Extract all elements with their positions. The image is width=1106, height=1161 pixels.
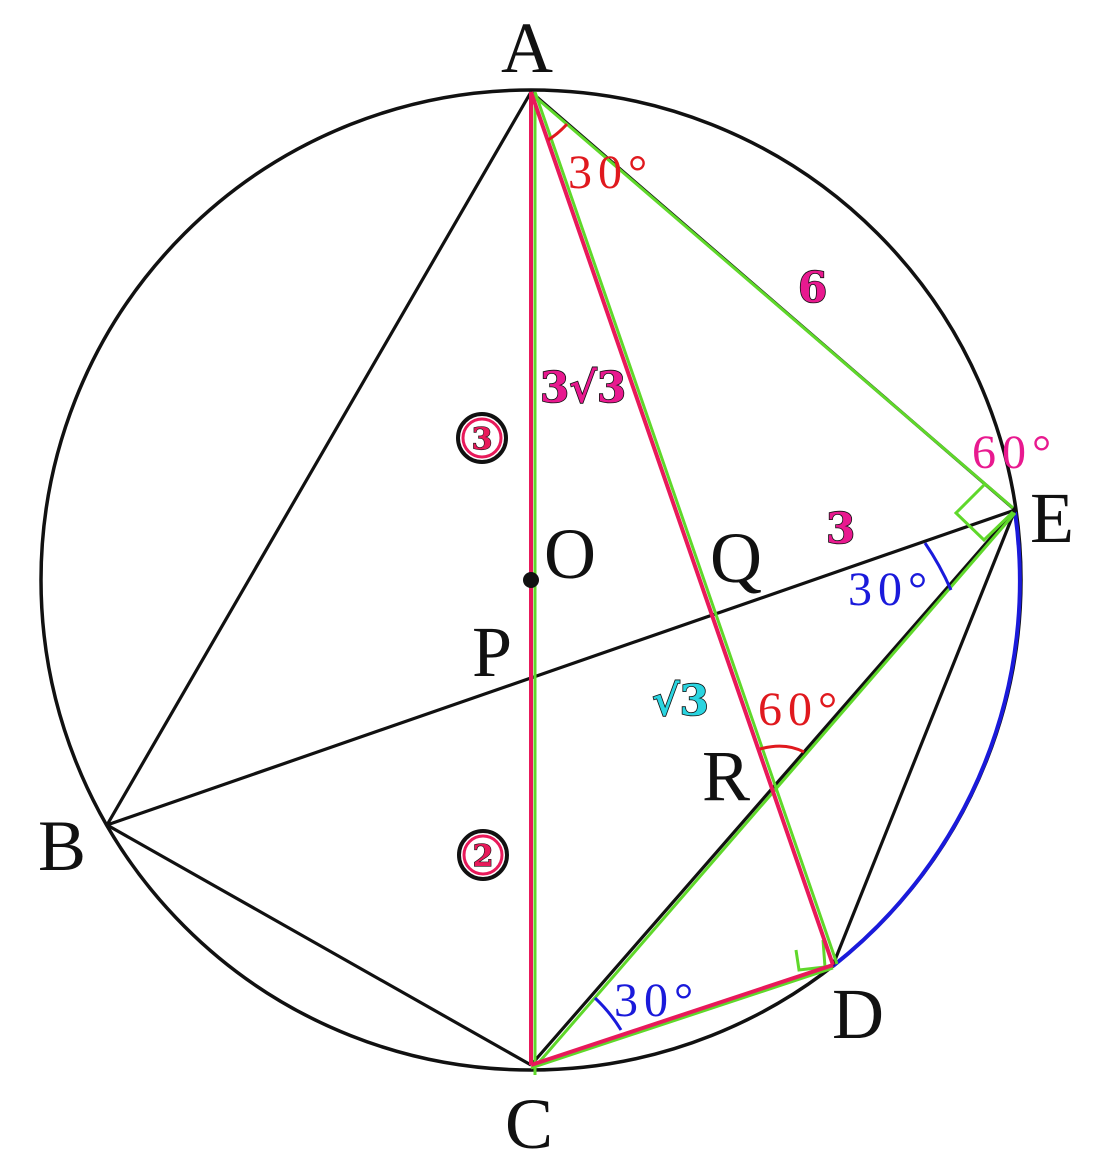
angle-label-c: 30° bbox=[614, 974, 699, 1027]
green-segments bbox=[530, 91, 1017, 1075]
ratio-marker-pc: 2 bbox=[457, 829, 509, 881]
angle-arc-r bbox=[759, 744, 805, 754]
label-a: A bbox=[501, 8, 553, 88]
segment-ab bbox=[105, 91, 533, 826]
center-point-o bbox=[523, 572, 539, 588]
angle-label-e-top: 60° bbox=[972, 426, 1057, 479]
green-ae bbox=[532, 93, 1014, 510]
label-p: P bbox=[472, 612, 512, 692]
segment-ad bbox=[529, 91, 835, 966]
angle-arc-a bbox=[547, 122, 569, 142]
length-label-qe: 3 bbox=[826, 504, 855, 553]
label-c: C bbox=[505, 1084, 553, 1161]
green-ad bbox=[533, 91, 839, 965]
label-b: B bbox=[38, 806, 86, 886]
right-angle-mark-d bbox=[794, 939, 827, 972]
angle-label-a: 30° bbox=[568, 146, 653, 199]
length-label-qr: √3 bbox=[652, 676, 709, 725]
ratio-label-pc: 2 bbox=[473, 839, 494, 874]
angle-label-r: 60° bbox=[758, 683, 843, 736]
segment-be bbox=[106, 508, 1016, 827]
segment-bc bbox=[106, 823, 532, 1067]
angle-arc-e bbox=[923, 542, 953, 591]
segment-de bbox=[831, 509, 1017, 966]
length-label-ae: 6 bbox=[798, 263, 827, 312]
length-label-aq: 3√3 bbox=[540, 363, 626, 412]
arc-ed bbox=[831, 511, 1022, 968]
right-angle-mark-e bbox=[953, 482, 1015, 543]
segment-cd bbox=[530, 963, 834, 1067]
label-r: R bbox=[702, 736, 750, 816]
label-o: O bbox=[544, 514, 596, 594]
label-e: E bbox=[1030, 478, 1074, 558]
label-q: Q bbox=[710, 518, 762, 598]
angle-arc-c bbox=[593, 996, 623, 1031]
label-d: D bbox=[832, 974, 884, 1054]
ratio-label-ap: 3 bbox=[472, 422, 493, 457]
ratio-marker-ap: 3 bbox=[456, 412, 508, 464]
green-cd bbox=[530, 966, 834, 1070]
angle-label-e: 30° bbox=[848, 563, 933, 616]
